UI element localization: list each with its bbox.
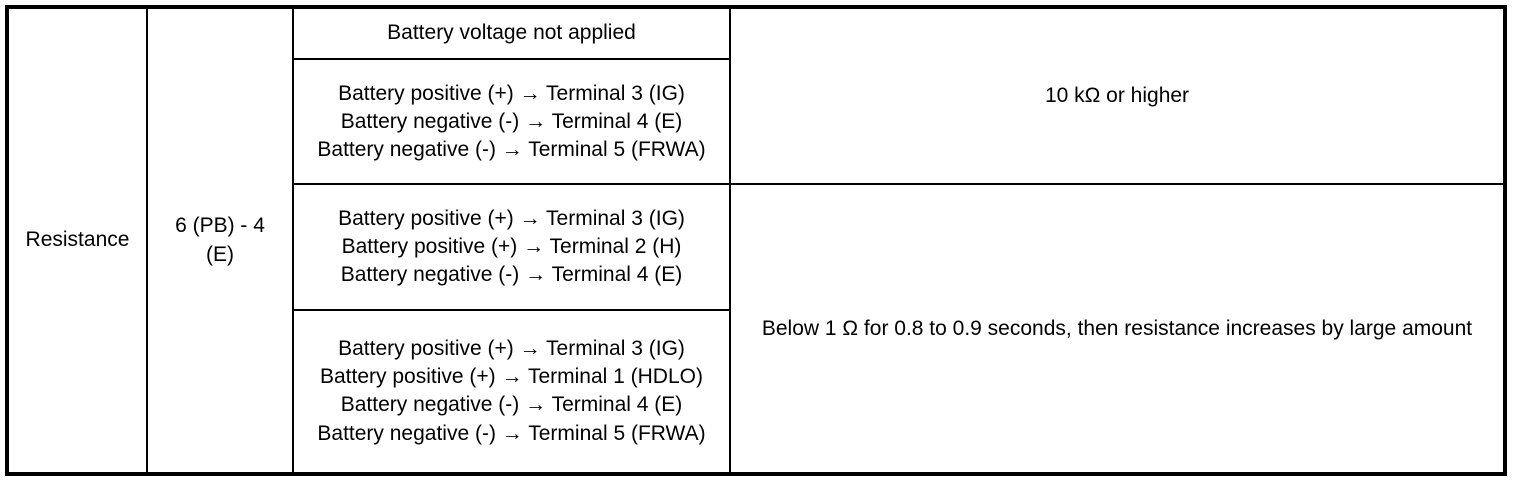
cell-condition-block-1: Battery positive (+) → Terminal 3 (IG) B… [292,57,731,186]
condition-block-1-text: Battery positive (+) → Terminal 3 (IG) B… [294,76,729,168]
cell-condition-block-3: Battery positive (+) → Terminal 3 (IG) B… [292,308,731,476]
condition-title-text: Battery voltage not applied [387,21,636,45]
specification-upper-text: 10 kΩ or higher [1044,84,1190,108]
condition-line: Battery negative (-) → Terminal 4 (E) [340,263,683,287]
condition-line: Battery positive (+) → Terminal 2 (H) [341,235,682,259]
inspection-spec-table: Resistance 6 (PB) - 4 (E) Battery voltag… [5,5,1507,476]
cell-measurement-type: Resistance [6,6,148,475]
cell-condition-title: Battery voltage not applied [292,6,731,60]
cell-condition-block-2: Battery positive (+) → Terminal 3 (IG) B… [292,183,731,311]
table-row: Battery positive (+) → Terminal 3 (IG) B… [7,183,1506,475]
terminals-line-1: 6 (PB) - 4 [175,214,265,238]
terminals-line-2: (E) [206,242,234,266]
measurement-type-text: Resistance [25,228,130,252]
terminals-text: 6 (PB) - 4 (E) [148,208,292,272]
cell-specification-upper: 10 kΩ or higher [729,5,1506,186]
cell-specification-lower: Below 1 Ω for 0.8 to 0.9 seconds, then r… [729,183,1506,475]
condition-line: Battery negative (-) → Terminal 4 (E) [340,393,683,417]
condition-line: Battery positive (+) → Terminal 3 (IG) [338,81,685,105]
condition-line: Battery positive (+) → Terminal 3 (IG) [338,337,685,361]
condition-block-2-text: Battery positive (+) → Terminal 3 (IG) B… [294,201,729,293]
condition-line: Battery negative (-) → Terminal 5 (FRWA) [317,421,706,445]
specification-lower-text: Below 1 Ω for 0.8 to 0.9 seconds, then r… [761,316,1473,340]
cell-terminals: 6 (PB) - 4 (E) [146,6,294,475]
table-row: Battery positive (+) → Terminal 3 (IG) B… [7,57,1505,186]
condition-line: Battery positive (+) → Terminal 1 (HDLO) [320,365,703,389]
condition-line: Battery negative (-) → Terminal 4 (E) [340,109,683,133]
table-row: Battery positive (+) → Terminal 3 (IG) B… [7,308,1505,476]
condition-line: Battery negative (-) → Terminal 5 (FRWA) [317,137,706,161]
condition-block-3-text: Battery positive (+) → Terminal 3 (IG) B… [294,331,729,452]
table-row: Resistance 6 (PB) - 4 (E) Battery voltag… [6,5,1506,475]
condition-line: Battery positive (+) → Terminal 3 (IG) [338,206,685,230]
